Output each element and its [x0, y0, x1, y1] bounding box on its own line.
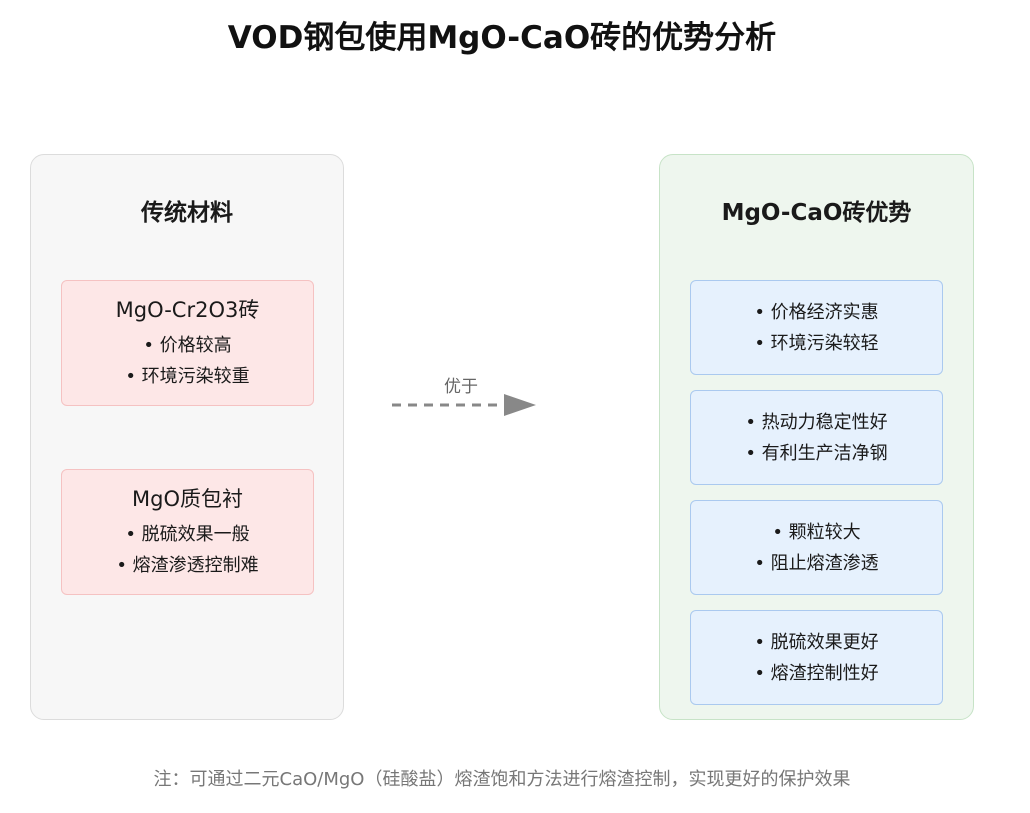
advantage-box-stability: • 热动力稳定性好 • 有利生产洁净钢: [690, 390, 943, 485]
box-item: • 有利生产洁净钢: [745, 442, 888, 464]
box-item: • 价格经济实惠: [754, 301, 879, 323]
advantage-box-grain: • 颗粒较大 • 阻止熔渣渗透: [690, 500, 943, 595]
box-item: • 热动力稳定性好: [745, 411, 888, 433]
mgo-cao-advantages-title: MgO-CaO砖优势: [721, 200, 912, 226]
box-item: • 脱硫效果更好: [754, 631, 879, 653]
arrow-label: 优于: [444, 377, 478, 397]
mgo-ladle-lining-box: MgO质包衬 • 脱硫效果一般 • 熔渣渗透控制难: [61, 469, 314, 595]
footnote: 注：可通过二元CaO/MgO（硅酸盐）熔渣饱和方法进行熔渣控制，实现更好的保护效…: [153, 769, 851, 790]
diagram-title: VOD钢包使用MgO-CaO砖的优势分析: [227, 20, 777, 56]
box-item: • 熔渣控制性好: [754, 662, 879, 684]
box-heading: MgO质包衬: [132, 487, 243, 511]
box-item: • 价格较高: [143, 335, 232, 356]
box-heading: MgO-Cr2O3砖: [115, 298, 260, 322]
box-item: • 脱硫效果一般: [125, 524, 250, 545]
mgo-cr2o3-brick-box: MgO-Cr2O3砖 • 价格较高 • 环境污染较重: [61, 280, 314, 406]
traditional-materials-title: 传统材料: [141, 200, 233, 226]
box-item: • 熔渣渗透控制难: [116, 555, 259, 576]
traditional-materials-panel: 传统材料 MgO-Cr2O3砖 • 价格较高 • 环境污染较重 MgO质包衬 •…: [30, 154, 344, 720]
mgo-cao-advantages-panel: MgO-CaO砖优势 • 价格经济实惠 • 环境污染较轻 • 热动力稳定性好 •…: [659, 154, 974, 720]
box-item: • 环境污染较重: [125, 366, 250, 387]
arrow-head: [504, 394, 536, 416]
comparison-arrow: [392, 394, 536, 416]
advantage-box-desulfurization: • 脱硫效果更好 • 熔渣控制性好: [690, 610, 943, 705]
advantage-box-economy: • 价格经济实惠 • 环境污染较轻: [690, 280, 943, 375]
box-item: • 颗粒较大: [772, 521, 861, 543]
box-item: • 环境污染较轻: [754, 332, 879, 354]
box-item: • 阻止熔渣渗透: [754, 552, 879, 574]
